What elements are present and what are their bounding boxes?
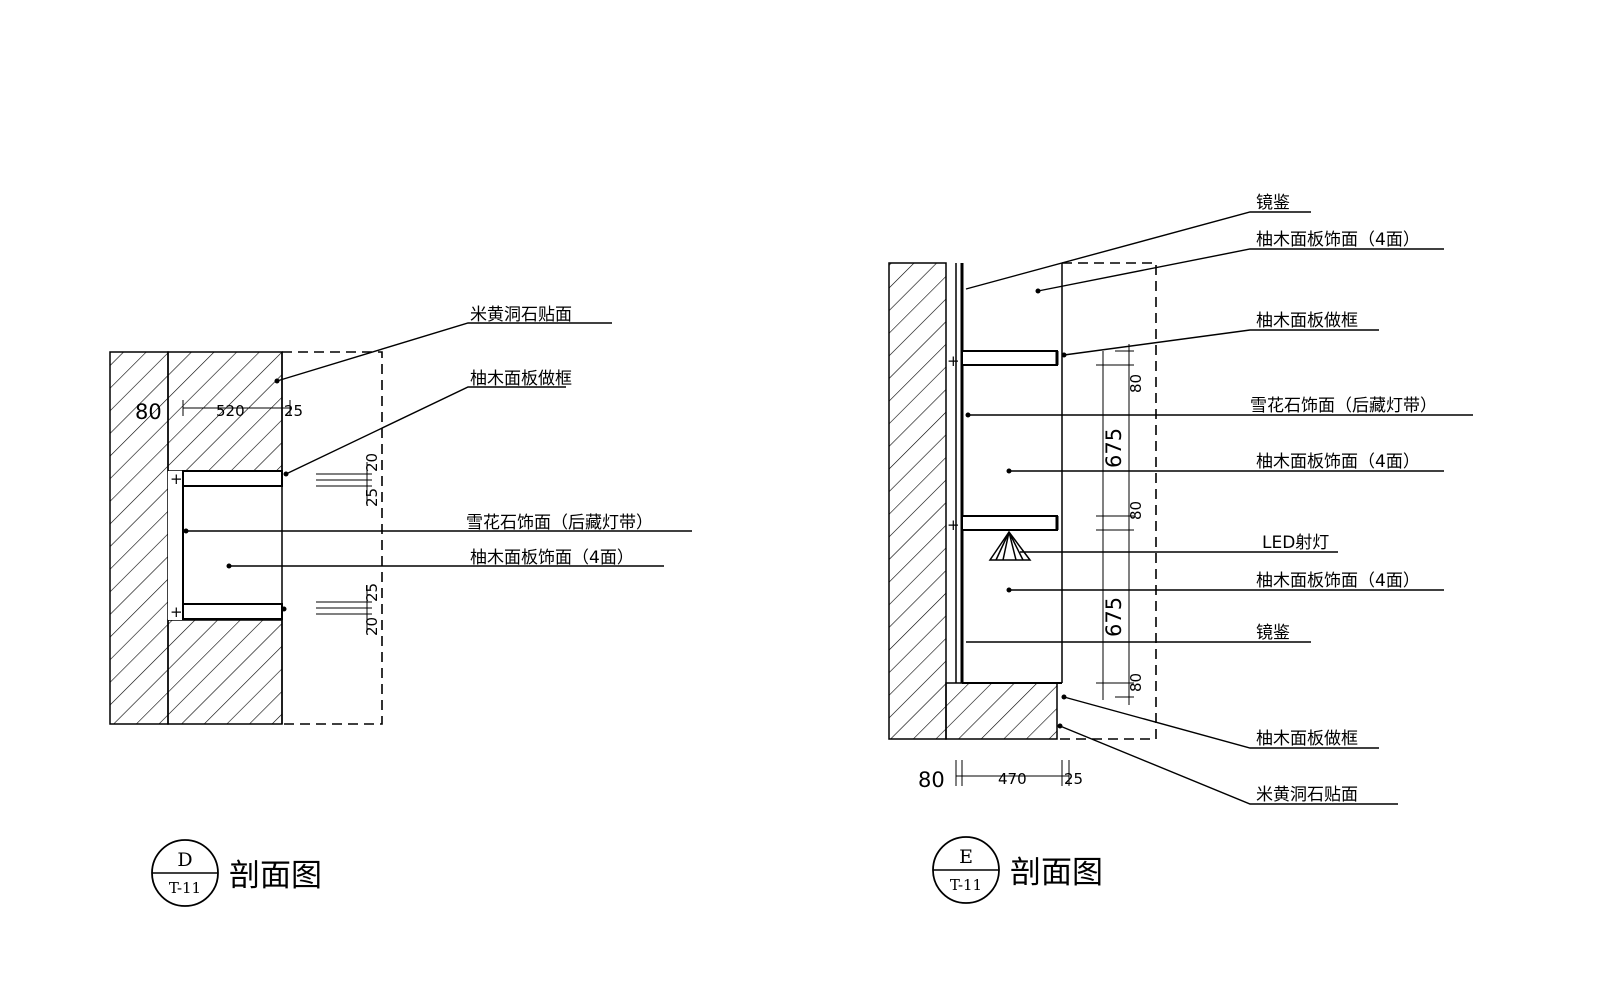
section-e: + + 80 675 80 675 80 80 470 25 [888, 193, 1473, 904]
label-marble-d: 雪花石饰面（后藏灯带） [466, 513, 653, 533]
leader-dot-teak-low-e [1006, 587, 1012, 593]
dim-shelf-mid-e: 80 [1127, 501, 1145, 520]
label-frame-d: 柚木面板做框 [470, 369, 572, 389]
leader-dot-frame-bot-e [1061, 694, 1067, 700]
leader-dot-marble-e [965, 412, 971, 418]
fix-mark-d-bot: + [170, 603, 183, 621]
dim-lower-height-e: 675 [1102, 597, 1126, 637]
dim-frame-d: 25 [284, 402, 303, 420]
label-stone-e: 米黄洞石贴面 [1256, 785, 1358, 805]
leader-frame-bot-e [1063, 696, 1379, 749]
leader-dot-teak-mid-e [1006, 468, 1012, 474]
leader-dot-stone-d [274, 378, 280, 384]
badge-sheet-e: T-11 [950, 876, 982, 894]
fix-mark-e-mid: + [947, 516, 960, 534]
wall-hatch-left-d [109, 351, 169, 725]
badge-letter-e: E [959, 846, 973, 868]
badge-letter-d: D [177, 849, 192, 871]
top-shelf-e [961, 350, 1058, 366]
section-title-e: 剖面图 [1010, 855, 1103, 891]
dim-shelf-bot-e: 80 [1127, 673, 1145, 692]
label-frame-top-e: 柚木面板做框 [1256, 311, 1358, 331]
label-teak-mid-e: 柚木面板饰面（4面） [1256, 452, 1420, 472]
label-stone-d: 米黄洞石贴面 [470, 305, 572, 325]
label-mirror-bot-e: 镜鉴 [1256, 623, 1290, 643]
fix-mark-e-top: + [947, 352, 960, 370]
leader-dot-teak-top-e [1035, 288, 1041, 294]
bottom-frame-board-d [182, 603, 283, 620]
section-title-d: 剖面图 [229, 858, 322, 894]
section-badge-d: D T-11 [151, 839, 219, 907]
wall-hatch-bottom-e [945, 682, 1058, 740]
label-teak-d: 柚木面板饰面（4面） [470, 548, 634, 568]
leader-frame-top-e [1063, 329, 1379, 356]
niche-opening-d [168, 471, 282, 620]
led-spot-rays [995, 531, 1024, 561]
leader-stone-e [1059, 725, 1398, 805]
dim-top-b-d: 25 [363, 488, 381, 507]
label-mirror-top-e: 镜鉴 [1256, 193, 1290, 213]
leader-dot-marble-d [183, 528, 189, 534]
leader-dot-teak-d [226, 563, 232, 569]
label-led-e: LED射灯 [1262, 533, 1329, 553]
mid-shelf-e [961, 515, 1058, 531]
label-teak-low-e: 柚木面板饰面（4面） [1256, 571, 1420, 591]
leader-dot-frame-d [283, 471, 289, 477]
dim-depth-e: 470 [998, 770, 1027, 788]
dim-depth-d: 520 [216, 402, 245, 420]
label-teak-top-e: 柚木面板饰面（4面） [1256, 230, 1420, 250]
dim-top-a-d: 20 [363, 453, 381, 472]
dim-frame-e: 25 [1064, 770, 1083, 788]
badge-sheet-d: T-11 [169, 879, 201, 897]
leader-frame-d [285, 386, 566, 475]
dim-wall-e: 80 [918, 768, 945, 792]
section-d: + + 80 520 25 20 25 25 20 米黄洞石贴面 柚木面 [109, 305, 692, 907]
dim-wall-d: 80 [135, 400, 162, 424]
wall-hatch-upper-d [167, 351, 283, 472]
dim-bot-b-d: 20 [363, 617, 381, 636]
dim-bot-a-d: 25 [363, 583, 381, 602]
leader-teak-top-e [1037, 248, 1444, 292]
label-marble-e: 雪花石饰面（后藏灯带） [1250, 396, 1437, 416]
wall-hatch-left-e [888, 262, 947, 740]
dashed-boundary-d [282, 351, 383, 725]
section-badge-e: E T-11 [932, 836, 1000, 904]
wall-hatch-lower-d [167, 619, 283, 725]
dim-shelf-top-e: 80 [1127, 374, 1145, 393]
dim-upper-height-e: 675 [1102, 428, 1126, 468]
fix-mark-d-top: + [170, 470, 183, 488]
leader-dot-frame-top-e [1061, 352, 1067, 358]
label-frame-bot-e: 柚木面板做框 [1256, 729, 1358, 749]
leader-dot-frame-d-bot [281, 606, 287, 612]
top-frame-board-d [182, 470, 283, 487]
leader-stone-d [276, 322, 612, 382]
leader-dot-stone-e [1057, 723, 1063, 729]
leader-mirror-top-e [965, 211, 1311, 290]
